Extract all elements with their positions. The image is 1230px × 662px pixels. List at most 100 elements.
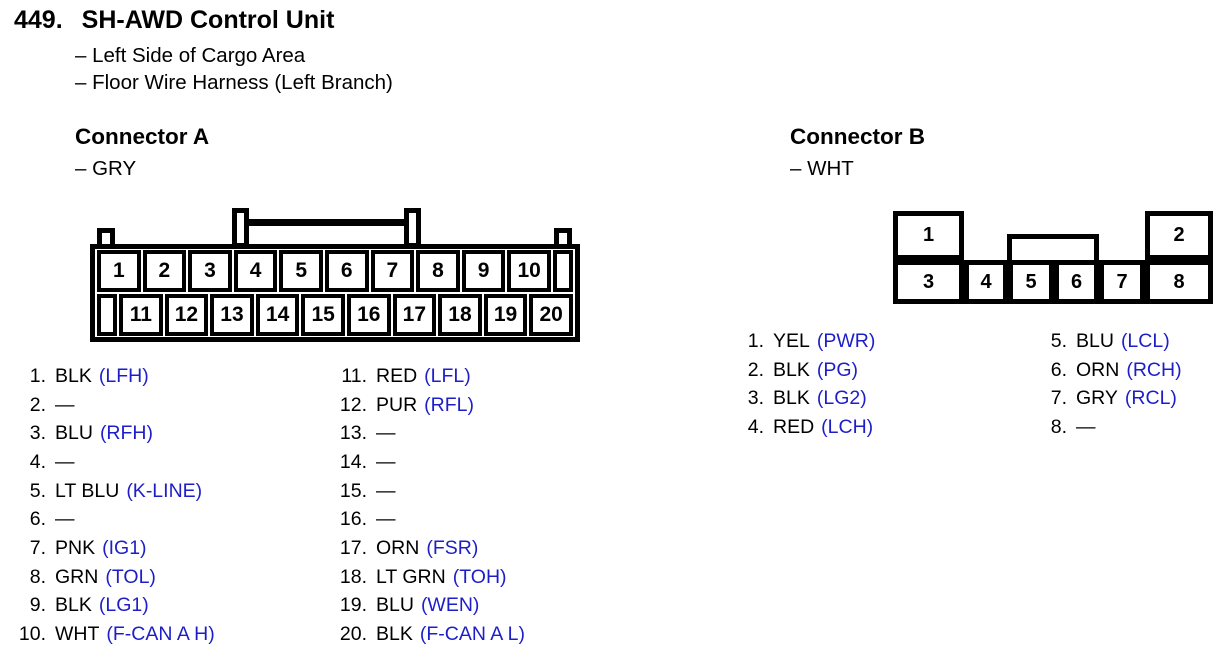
bridge-post-right: [404, 208, 421, 248]
wire-color: —: [55, 393, 75, 416]
pin-number: 3.: [747, 387, 764, 410]
wire-color: PUR: [376, 393, 418, 416]
pin-number: 7.: [1050, 387, 1067, 410]
signal-name: (PWR): [816, 329, 876, 352]
blank-cell: [97, 294, 117, 336]
signal-name: (WEN): [420, 594, 480, 617]
pin-row: 5.BLU(LCL): [1027, 327, 1182, 356]
bridge-post-left: [232, 208, 249, 248]
pin-row: 12. PUR (RFL): [325, 391, 525, 420]
wire-color: GRN: [55, 565, 99, 588]
signal-name: (LG2): [816, 387, 867, 410]
pin-row: 6.—: [10, 505, 215, 534]
pin-cell: 18: [438, 294, 482, 336]
connector-b-diagram: 1 2 3 4 5 6 7 8: [893, 211, 1213, 304]
pin-row: 20.BLK(F-CAN A L): [325, 620, 525, 649]
bridge-bar: [240, 219, 414, 226]
signal-name: (LG1): [98, 594, 149, 617]
page-header: 449. SH-AWD Control Unit: [14, 6, 334, 35]
signal-name: (LFH): [98, 364, 149, 387]
pin-number: 16.: [339, 508, 367, 531]
connector-a-pin-list-right: 11.RED(LFL) 12.PUR(RFL) 13.— 14.— 15.— 1…: [325, 362, 525, 649]
pin-cell: 8: [416, 250, 460, 292]
pin-cell: 14: [255, 294, 300, 336]
signal-name: (RFL): [424, 393, 474, 416]
pin-number: 2.: [29, 393, 46, 416]
signal-name: (LCH): [821, 415, 874, 438]
signal-name: (TOL): [105, 565, 156, 588]
wire-color: BLK: [773, 358, 810, 381]
signal-name: (F-CAN A H): [106, 623, 215, 646]
signal-name: (RFH): [99, 422, 154, 445]
pin-row: 1.BLK(LFH): [10, 362, 215, 391]
pin-cell: 12: [164, 294, 209, 336]
wire-color: BLU: [1076, 329, 1114, 352]
connector-b-bottom-row: 3 4 5 6 7 8: [893, 260, 1213, 304]
page-title: SH-AWD Control Unit: [81, 6, 335, 34]
pin-cell: 4: [964, 260, 1008, 304]
pin-row: 18. LT GRN (TOH): [325, 563, 525, 592]
connector-a-diagram: 1 2 3 4 5 6 7 8 9 10 11 12 13 14 15 16 1…: [90, 208, 580, 342]
pin-row: 19.BLU(WEN): [325, 592, 525, 621]
wire-color: RED: [376, 364, 418, 387]
pin-cell: 7: [370, 250, 415, 292]
signal-name: (IG1): [102, 536, 147, 559]
pin-cell: 1: [97, 250, 141, 292]
pin-row: 4.—: [10, 448, 215, 477]
pin-row: 17.ORN(FSR): [325, 534, 525, 563]
pin-cell: 1: [893, 211, 964, 260]
pin-row: 2.BLK(PG): [728, 356, 875, 385]
wire-color: BLK: [376, 623, 413, 646]
pin-row: 6.ORN(RCH): [1027, 356, 1182, 385]
connector-b-title: Connector B: [790, 124, 925, 149]
pin-cell: 20: [529, 294, 573, 336]
pin-row: 5.LT BLU(K-LINE): [10, 477, 215, 506]
pin-cell: 19: [483, 294, 528, 336]
wire-color: BLK: [55, 594, 92, 617]
connector-b-header: Connector B – WHT: [790, 124, 925, 181]
pin-row: 2. —: [10, 391, 215, 420]
wire-color: GRY: [1076, 387, 1118, 410]
wire-color: LT GRN: [376, 565, 446, 588]
pin-cell: 2: [1145, 211, 1213, 260]
pin-number: 12.: [339, 393, 367, 416]
signal-name: (K-LINE): [126, 479, 203, 502]
pin-row: 9.BLK(LG1): [10, 592, 215, 621]
pin-number: 6.: [1050, 358, 1067, 381]
wire-color: —: [376, 450, 396, 473]
pin-row: 7.PNK(IG1): [10, 534, 215, 563]
pin-number: 5.: [1050, 329, 1067, 352]
pin-number: 8.: [29, 565, 46, 588]
connector-a-pin-list-left: 1.BLK(LFH) 2.— 3.BLU(RFH) 4.— 5.LT BLU(K…: [10, 362, 215, 649]
header-subtitles: – Left Side of Cargo Area – Floor Wire H…: [75, 42, 393, 96]
connector-a-title: Connector A: [75, 124, 210, 149]
pin-number: 10.: [18, 623, 46, 646]
wire-color: —: [376, 479, 396, 502]
connector-b-color-label: – WHT: [790, 157, 854, 180]
pin-number: 18.: [339, 565, 367, 588]
connector-a-body: 1 2 3 4 5 6 7 8 9 10 11 12 13 14 15 16 1…: [90, 244, 580, 342]
pin-row: 10.WHT(F-CAN A H): [10, 620, 215, 649]
pin-cell: 2: [142, 250, 187, 292]
pin-row: 7. GRY (RCL): [1027, 384, 1182, 413]
connector-b-pin-list-left: 1.YEL(PWR) 2.BLK(PG) 3.BLK(LG2) 4.RED(LC…: [728, 327, 876, 442]
pin-number: 20.: [339, 623, 367, 646]
connector-a-bottom-row: 11 12 13 14 15 16 17 18 19 20: [95, 293, 575, 337]
location-line: – Left Side of Cargo Area: [75, 44, 306, 67]
pin-row: 16. —: [325, 505, 525, 534]
item-number: 449.: [14, 6, 63, 34]
pin-cell: 13: [210, 294, 254, 336]
pin-row: 1.YEL(PWR): [728, 327, 876, 356]
pin-cell: 3: [188, 250, 232, 292]
pin-cell: 15: [301, 294, 345, 336]
pin-number: 17.: [339, 536, 367, 559]
signal-name: (PG): [816, 358, 859, 381]
pin-number: 5.: [29, 479, 46, 502]
wire-color: —: [1076, 415, 1096, 438]
pin-number: 15.: [339, 479, 367, 502]
signal-name: (TOH): [452, 565, 507, 588]
pin-number: 4.: [29, 450, 46, 473]
wire-color: —: [376, 508, 396, 531]
signal-name: (RCL): [1124, 387, 1177, 410]
signal-name: (LFL): [424, 364, 471, 387]
